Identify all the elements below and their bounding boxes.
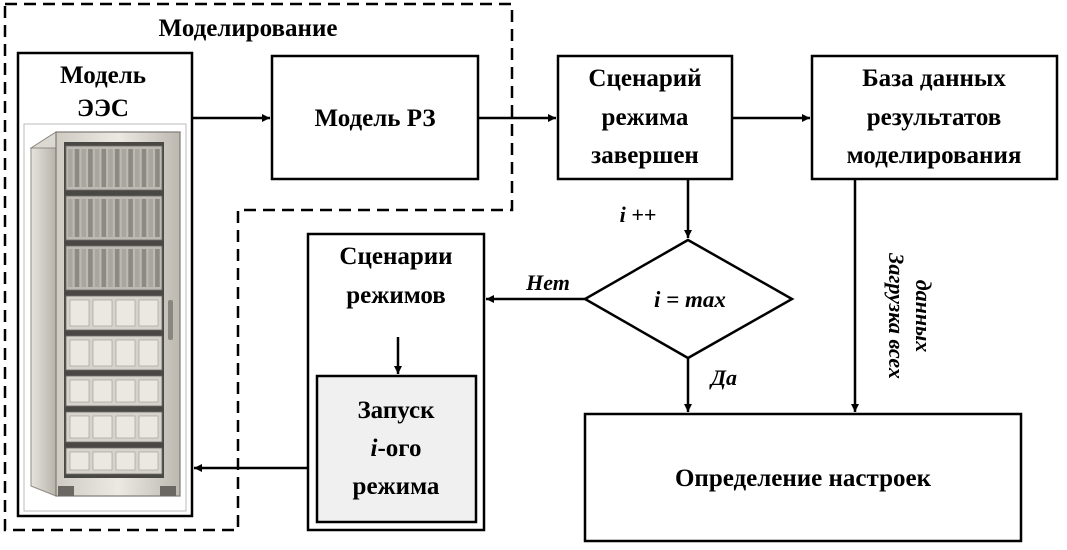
rack-module [138,451,159,471]
rack-units [65,145,163,475]
rack-module [115,299,136,327]
rack-blade [101,249,107,287]
rack-blade [94,249,100,287]
rack-blade [74,199,80,237]
rack-module [69,379,90,403]
rack-module [115,379,136,403]
rack-blade [114,149,120,187]
rack-module [92,339,113,367]
modelling-group-border [3,2,514,532]
decision-label: i = max [654,287,726,312]
scenario-completed-line1: Сценарий [588,65,701,92]
model-ees-label-line1: Модель [60,62,146,89]
rack-blade [68,249,73,287]
rack-blade [128,149,133,187]
scenario-completed-line2: режима [602,104,689,131]
load-all-data-line2: данных [911,280,936,353]
rack-blade [155,199,160,237]
rack-blade [101,149,107,187]
rack-unit [65,145,163,191]
rack-module [138,379,159,403]
rack-module [115,451,136,471]
rack-blade [108,199,113,237]
results-database-line2: результатов [867,104,1001,131]
rack-blade [135,249,140,287]
rack-blade [94,149,100,187]
rack-module [92,415,113,439]
launch-mode-suffix: -ого [377,435,421,462]
rack-blade [148,199,153,237]
rack-module [69,451,90,471]
rack-module [138,415,159,439]
results-database-line1: База данных [862,65,1006,92]
rack-blade [141,249,147,287]
rack-blade [108,249,113,287]
rack-blade [101,199,107,237]
rack-module [69,339,90,367]
rack-blade [68,149,73,187]
model-ees-label-line2: ЭЭС [77,95,129,122]
rack-module [138,299,159,327]
rack-module [138,339,159,367]
rack-blade [81,249,86,287]
model-rz-label: Модель РЗ [314,105,435,132]
launch-mode-line2: i-ого [370,435,421,462]
launch-mode-i: i [370,435,377,462]
rack-module [69,299,90,327]
scenario-completed-line3: завершен [591,142,699,169]
rack-blade [81,199,86,237]
launch-mode-box [315,374,478,524]
rack-unit [65,195,163,241]
rack-module [92,451,113,471]
rack-module [115,415,136,439]
rack-blade [141,199,147,237]
model-rz-box [270,54,480,181]
rack-unit [65,245,163,291]
rack-blade [135,199,140,237]
rack-blade [114,199,120,237]
modelling-group-title: Моделирование [159,15,338,42]
rack-blade [121,249,127,287]
rack-blade [155,249,160,287]
results-database-box [810,54,1059,181]
mode-scenarios-line1: Сценарии [339,243,452,270]
rack-blade [88,149,93,187]
rack-module [92,299,113,327]
settings-definition-label: Определение настроек [675,465,932,492]
mode-scenarios-line2: режимов [346,282,446,309]
increment-label: i ++ [620,202,657,227]
launch-mode-line1: Запуск [357,397,435,424]
rack-blade [88,199,93,237]
rack-blade [74,249,80,287]
rack-blade [155,149,160,187]
rack-blade [121,149,127,187]
launch-mode-line3: режима [353,473,440,500]
server-cabinet-image [23,123,187,512]
rack-blade [141,149,147,187]
rack-blade [94,199,100,237]
rack-blade [81,149,86,187]
rack-blade [114,249,120,287]
yes-label: Да [709,365,737,390]
rack-module [92,379,113,403]
rack-blade [68,199,73,237]
results-database-line3: моделирования [847,142,1022,169]
rack-blade [148,249,153,287]
rack-module [69,415,90,439]
rack-blade [74,149,80,187]
settings-definition-box [583,412,1023,543]
rack-module [115,339,136,367]
rack-blade [121,199,127,237]
rack-blade [108,149,113,187]
rack-blade [128,249,133,287]
load-all-data-line1: Загрузка всех [884,252,909,379]
rack-blade [148,149,153,187]
rack-blade [135,149,140,187]
rack-blade [88,249,93,287]
rack-blade [128,199,133,237]
no-label: Нет [525,270,570,295]
scenario-completed-box [556,54,734,181]
